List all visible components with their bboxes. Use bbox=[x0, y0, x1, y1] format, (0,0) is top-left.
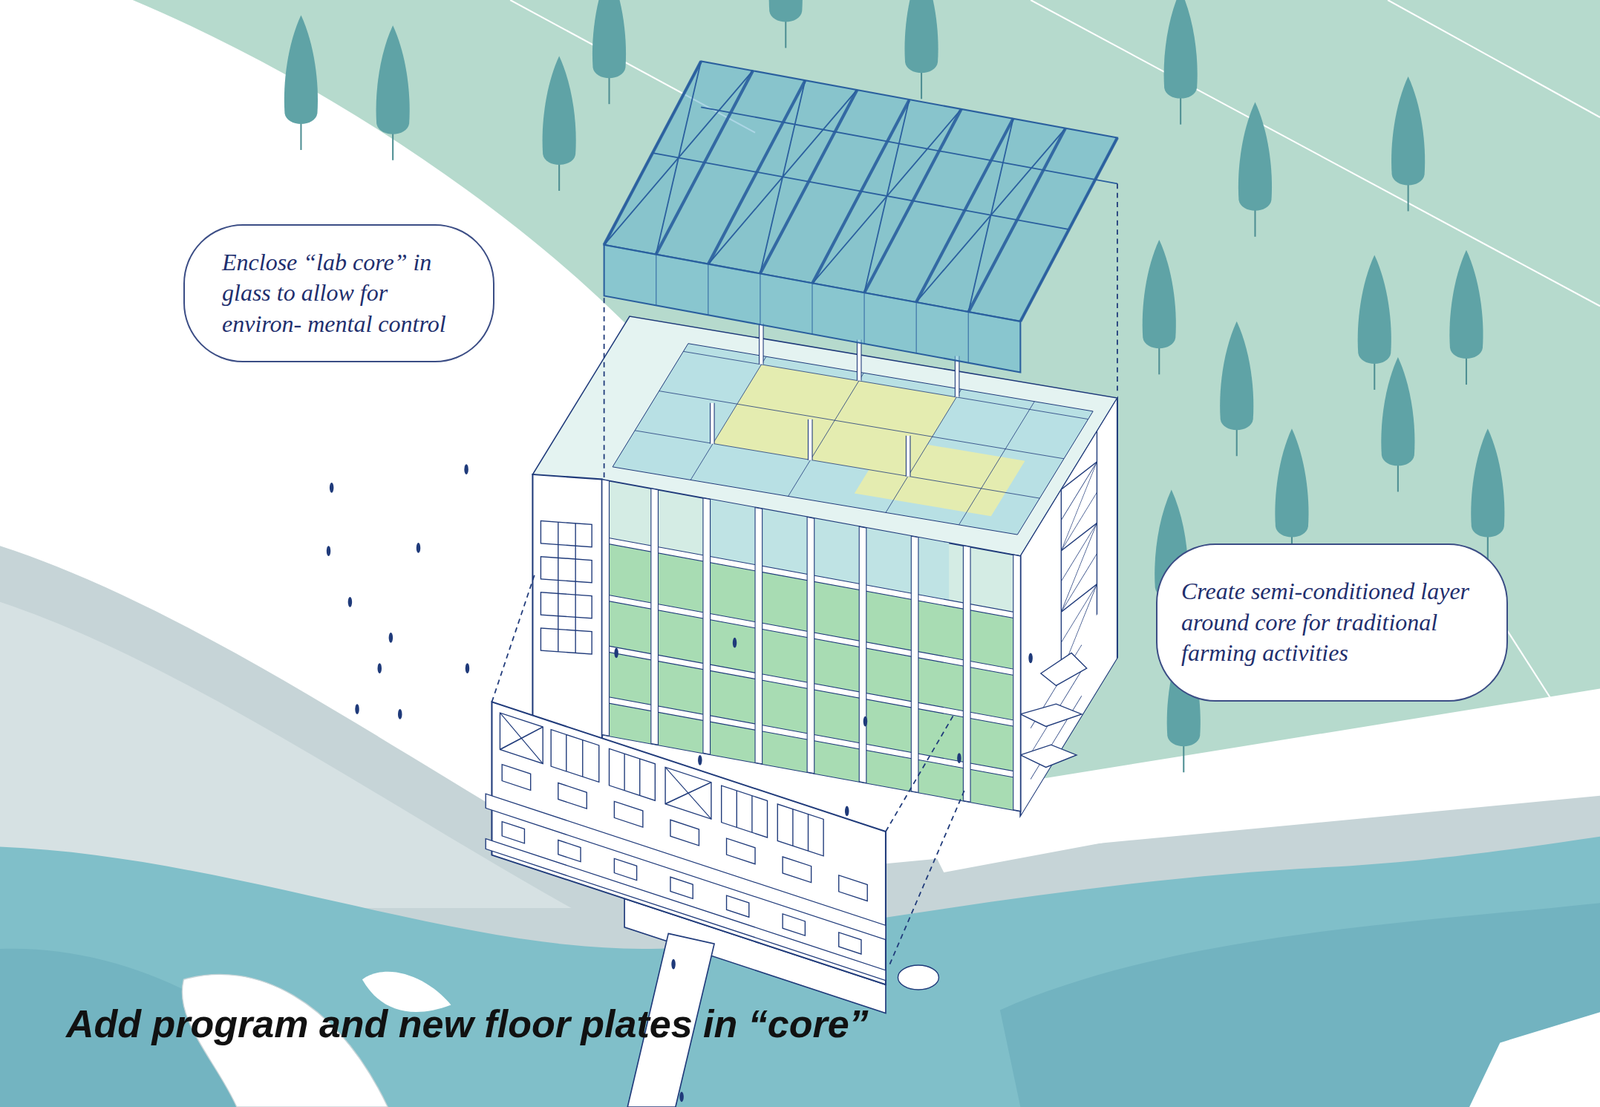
callout-bubble: Create semi-conditioned layer around cor… bbox=[1156, 543, 1508, 702]
callout-bubble: Enclose “lab core” in glass to allow for… bbox=[183, 224, 495, 363]
callout-text: Create semi-conditioned layer around cor… bbox=[1181, 576, 1489, 669]
callout-text: Enclose “lab core” in glass to allow for… bbox=[221, 247, 473, 341]
caption: Add program and new floor plates in “cor… bbox=[66, 1000, 869, 1047]
